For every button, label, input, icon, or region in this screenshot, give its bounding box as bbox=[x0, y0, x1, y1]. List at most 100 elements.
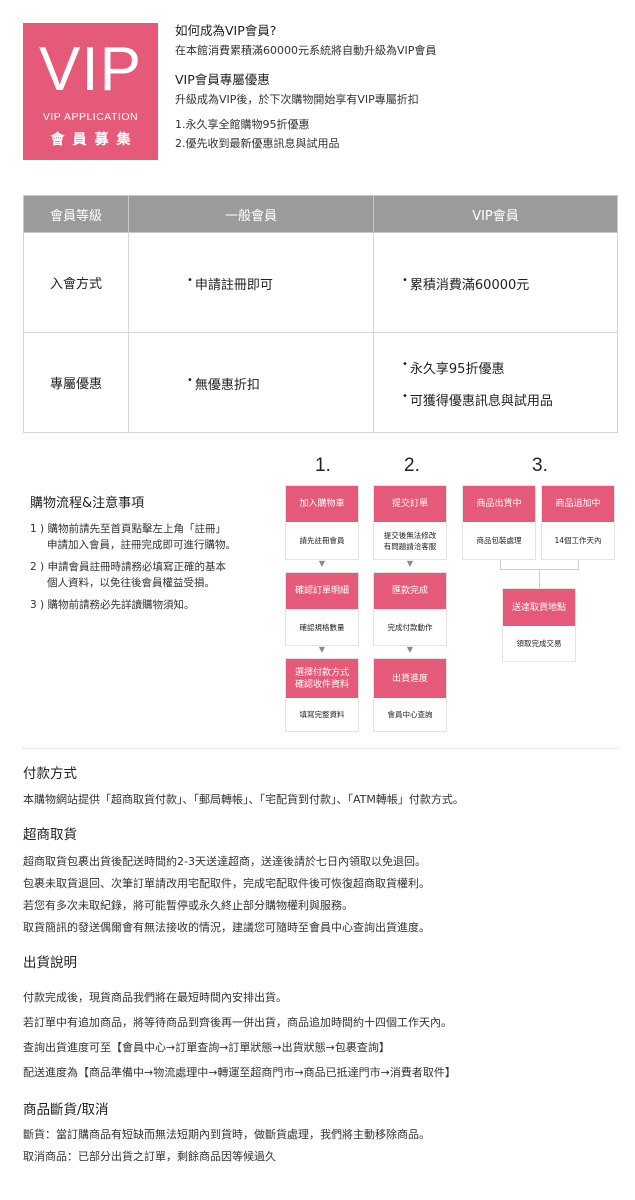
shipping-section: 出貨說明 付款完成後，現貨商品我們將在最短時間內安排出貨。 若訂單中有追加商品，… bbox=[23, 951, 618, 1085]
vip-question-title: 如何成為VIP會員? bbox=[175, 23, 277, 38]
flow-box-body: 請先註冊會員 bbox=[299, 536, 345, 545]
stockout-section: 商品斷貨/取消 斷貨：當訂購商品有短缺而無法短期內到貨時，做斷貨處理，我們將主動… bbox=[23, 1098, 618, 1168]
membership-table: 會員等級 一般會員 VIP會員 入會方式 •申請註冊即可 •累積消費滿60000… bbox=[23, 195, 618, 433]
flow-box-body: 完成付款動作 bbox=[387, 622, 433, 632]
section-line: 若訂單中有追加商品，將等待商品到齊後再一併出貨，商品追加時間約十四個工作天內。 bbox=[23, 1016, 452, 1029]
row-label: 專屬優惠 bbox=[23, 332, 129, 433]
flow-box-body: 填寫完整資料 bbox=[299, 710, 345, 719]
section-line: 斷貨：當訂購商品有短缺而無法短期內到貨時，做斷貨處理，我們將主動移除商品。 bbox=[23, 1128, 430, 1141]
flow-box-delivered: 送達取貨地點 領取完成交易 bbox=[502, 588, 576, 662]
section-line: 付款完成後，現貨商品我們將在最短時間內安排出貨。 bbox=[23, 991, 287, 1004]
table-cell: •累積消費滿60000元 bbox=[373, 232, 618, 333]
step-number: 2. bbox=[404, 455, 420, 476]
flow-box-head: 確認訂單明細 bbox=[286, 573, 358, 609]
section-line: 取消商品：已部分出貨之訂單，剩餘商品因等候過久 bbox=[23, 1150, 276, 1163]
down-arrow-icon: ▼ bbox=[318, 645, 326, 654]
table-header: VIP會員 bbox=[373, 195, 618, 233]
bullet-icon: • bbox=[187, 374, 193, 386]
cell-text: 累積消費滿60000元 bbox=[409, 277, 530, 293]
flow-box-shipped: 商品出貨中 商品包裝處理 bbox=[462, 485, 536, 560]
note-line: 申請加入會員，註冊完成即可進行購物。 bbox=[47, 539, 236, 551]
down-arrow-icon: ▼ bbox=[406, 559, 414, 568]
flow-connector bbox=[539, 570, 540, 588]
step-number: 3. bbox=[532, 455, 548, 476]
flow-box-head: 商品出貨中 bbox=[463, 486, 535, 522]
section-line: 超商取貨包裹出貨後配送時間約2-3天送達超商，送達後請於七日內領取以免退回。 bbox=[23, 855, 426, 868]
table-header: 一般會員 bbox=[128, 195, 374, 233]
flow-box-body: 確認規格數量 bbox=[299, 622, 345, 632]
section-line: 配送進度為【商品準備中→物流處理中→轉運至超商門市→商品已抵達門市→消費者取件】 bbox=[23, 1066, 456, 1079]
table-header-row: 會員等級 一般會員 VIP會員 bbox=[23, 195, 618, 233]
vip-logo-text: VIP bbox=[39, 35, 142, 104]
flow-box-head: 提交訂單 bbox=[374, 486, 446, 522]
bullet-icon: • bbox=[187, 274, 193, 286]
vip-info: 如何成為VIP會員? 在本館消費累積滿60000元系統將自動升級為VIP會員 V… bbox=[175, 23, 615, 151]
vip-perk-text: 升級成為VIP後，於下次購物開始享有VIP專屬折扣 bbox=[175, 93, 419, 106]
flow-box-ship-progress: 出貨進度 會員中心查詢 bbox=[373, 658, 447, 732]
section-line: 本購物網站提供「超商取貨付款」、「郵局轉帳」、「宅配貨到付款」、「ATM轉帳」付… bbox=[23, 793, 464, 806]
vip-question-text: 在本館消費累積滿60000元系統將自動升級為VIP會員 bbox=[175, 44, 437, 57]
vip-recruit-label: 會員募集 bbox=[50, 132, 139, 148]
section-line: 取貨簡訊的發送偶爾會有無法接收的情況，建議您可隨時至會員中心查詢出貨進度。 bbox=[23, 921, 430, 934]
bullet-icon: • bbox=[402, 274, 408, 286]
flow-note: 3 ) 購物前請務必先詳讀購物須知。 bbox=[30, 597, 270, 613]
flow-box-head: 加入購物車 bbox=[286, 486, 358, 522]
flow-box-head: 匯款完成 bbox=[374, 573, 446, 609]
section-line: 查詢出貨進度可至【會員中心→訂單查詢→訂單狀態→出貨狀態→包裹查詢】 bbox=[23, 1041, 390, 1054]
flow-note: 1 ) 購物前請先至首頁點擊左上角「註冊」 申請加入會員，註冊完成即可進行購物。 bbox=[30, 521, 270, 553]
vip-perk-2: 2.優先收到最新優惠訊息與試用品 bbox=[175, 137, 340, 150]
down-arrow-icon: ▼ bbox=[318, 559, 326, 568]
vip-badge: VIP VIP APPLICATION 會員募集 bbox=[23, 23, 158, 160]
flow-box-confirm-order: 確認訂單明細 確認規格數量 bbox=[285, 572, 359, 646]
section-title: 付款方式 bbox=[23, 766, 77, 782]
flow-box-payment: 選擇付款方式 確認收件資料 填寫完整資料 bbox=[285, 658, 359, 732]
flow-title: 購物流程&注意事項 bbox=[30, 496, 145, 511]
flow-box-head: 送達取貨地點 bbox=[503, 589, 575, 626]
flow-box-body: 會員中心查詢 bbox=[387, 710, 433, 719]
table-cell: •申請註冊即可 bbox=[128, 232, 374, 333]
payment-section: 付款方式 本購物網站提供「超商取貨付款」、「郵局轉帳」、「宅配貨到付款」、「AT… bbox=[23, 762, 618, 807]
flow-box-head: 商品追加中 bbox=[542, 486, 614, 522]
cell-text: 申請註冊即可 bbox=[194, 277, 273, 293]
flow-box-body: 提交後無法修改 有問題請洽客服 bbox=[383, 530, 437, 551]
cell-text: 可獲得優惠訊息與試用品 bbox=[409, 393, 553, 409]
table-row: 專屬優惠 •無優惠折扣 •永久享95折優惠 •可獲得優惠訊息與試用品 bbox=[23, 332, 618, 433]
store-pickup-section: 超商取貨 超商取貨包裹出貨後配送時間約2-3天送達超商，送達後請於七日內領取以免… bbox=[23, 823, 618, 939]
note-line: 個人資料，以免往後會員權益受損。 bbox=[47, 577, 215, 589]
section-title: 商品斷貨/取消 bbox=[23, 1102, 109, 1118]
flow-box-adding: 商品追加中 14個工作天內 bbox=[541, 485, 615, 560]
table-cell: •無優惠折扣 bbox=[128, 332, 374, 433]
vip-perk-title: VIP會員專屬優惠 bbox=[175, 72, 270, 87]
section-title: 超商取貨 bbox=[23, 827, 77, 843]
section-line: 包裹未取貨退回、次筆訂單請改用宅配取件，完成宅配取件後可恢復超商取貨權利。 bbox=[23, 877, 430, 890]
flow-box-body: 14個工作天內 bbox=[554, 536, 602, 545]
table-row: 入會方式 •申請註冊即可 •累積消費滿60000元 bbox=[23, 232, 618, 333]
flow-box-add-cart: 加入購物車 請先註冊會員 bbox=[285, 485, 359, 560]
table-header: 會員等級 bbox=[23, 195, 129, 233]
note-line: 1 ) 購物前請先至首頁點擊左上角「註冊」 bbox=[30, 523, 226, 535]
flow-box-remit: 匯款完成 完成付款動作 bbox=[373, 572, 447, 646]
bullet-icon: • bbox=[402, 358, 408, 370]
table-cell: •永久享95折優惠 •可獲得優惠訊息與試用品 bbox=[373, 332, 618, 433]
flow-box-head: 選擇付款方式 確認收件資料 bbox=[286, 659, 358, 698]
bullet-icon: • bbox=[402, 390, 408, 402]
flow-box-body: 領取完成交易 bbox=[516, 639, 562, 648]
cell-text: 無優惠折扣 bbox=[194, 377, 260, 393]
row-label: 入會方式 bbox=[23, 232, 129, 333]
flow-box-head: 出貨進度 bbox=[374, 659, 446, 698]
cell-text: 永久享95折優惠 bbox=[409, 361, 505, 377]
section-title: 出貨說明 bbox=[23, 955, 77, 971]
flow-note: 2 ) 申請會員註冊時請務必填寫正確的基本 個人資料，以免往後會員權益受損。 bbox=[30, 559, 270, 591]
step-number: 1. bbox=[315, 455, 331, 476]
flow-connector bbox=[500, 560, 579, 570]
vip-application-label: VIP APPLICATION bbox=[42, 111, 139, 123]
note-line: 2 ) 申請會員註冊時請務必填寫正確的基本 bbox=[30, 561, 226, 573]
divider bbox=[23, 748, 618, 749]
vip-perk-1: 1.永久享全館購物95折優惠 bbox=[175, 118, 310, 131]
note-line: 3 ) 購物前請務必先詳讀購物須知。 bbox=[30, 599, 195, 611]
flow-notes: 1 ) 購物前請先至首頁點擊左上角「註冊」 申請加入會員，註冊完成即可進行購物。… bbox=[30, 521, 270, 619]
down-arrow-icon: ▼ bbox=[406, 645, 414, 654]
flow-box-body: 商品包裝處理 bbox=[476, 536, 522, 545]
section-line: 若您有多次未取紀錄，將可能暫停或永久終止部分購物權利與服務。 bbox=[23, 899, 353, 912]
flow-box-submit-order: 提交訂單 提交後無法修改 有問題請洽客服 bbox=[373, 485, 447, 560]
